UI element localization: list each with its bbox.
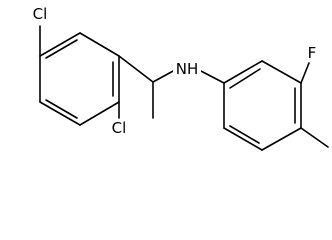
cl-ortho-label-bg [106,119,132,137]
bond-ring2-methyl [300,127,329,148]
bond-ring1-c2-c3 [79,101,120,126]
molecule-diagram: Cl Cl NH F [26,5,329,151]
bond-ring2-c2-c3 [261,60,302,84]
bond-ring1-c6-c1 [79,32,120,57]
bond-ring2-double-c [229,125,260,144]
bond-ring2-c1-c2 [223,60,263,84]
nh-label: NH [176,60,199,78]
bond-ring1-c3-c4 [39,101,81,126]
bond-fluorine [300,62,310,84]
bond-ring1-double-c [45,39,78,59]
bond-ring1-double-b [45,99,78,119]
bond-ring2-c4-c5 [261,127,302,151]
bond-ring1-ch [118,55,154,83]
fluorine-label-bg [304,44,320,62]
bonds [39,25,329,151]
bond-ring2-double-a [229,68,261,89]
nh-label-bg [173,59,201,79]
cl-top-label-bg [26,5,52,23]
atom-labels: Cl Cl NH F [26,5,320,137]
cl-top-label: Cl [33,5,48,23]
cl-ortho-label: Cl [112,119,127,137]
bond-nh-ring2 [198,69,225,84]
bond-ch-nh [152,69,176,83]
fluorine-label: F [308,44,317,62]
bond-ring1-c5-c6 [39,32,81,57]
bond-ring2-c5-c6 [223,127,263,151]
